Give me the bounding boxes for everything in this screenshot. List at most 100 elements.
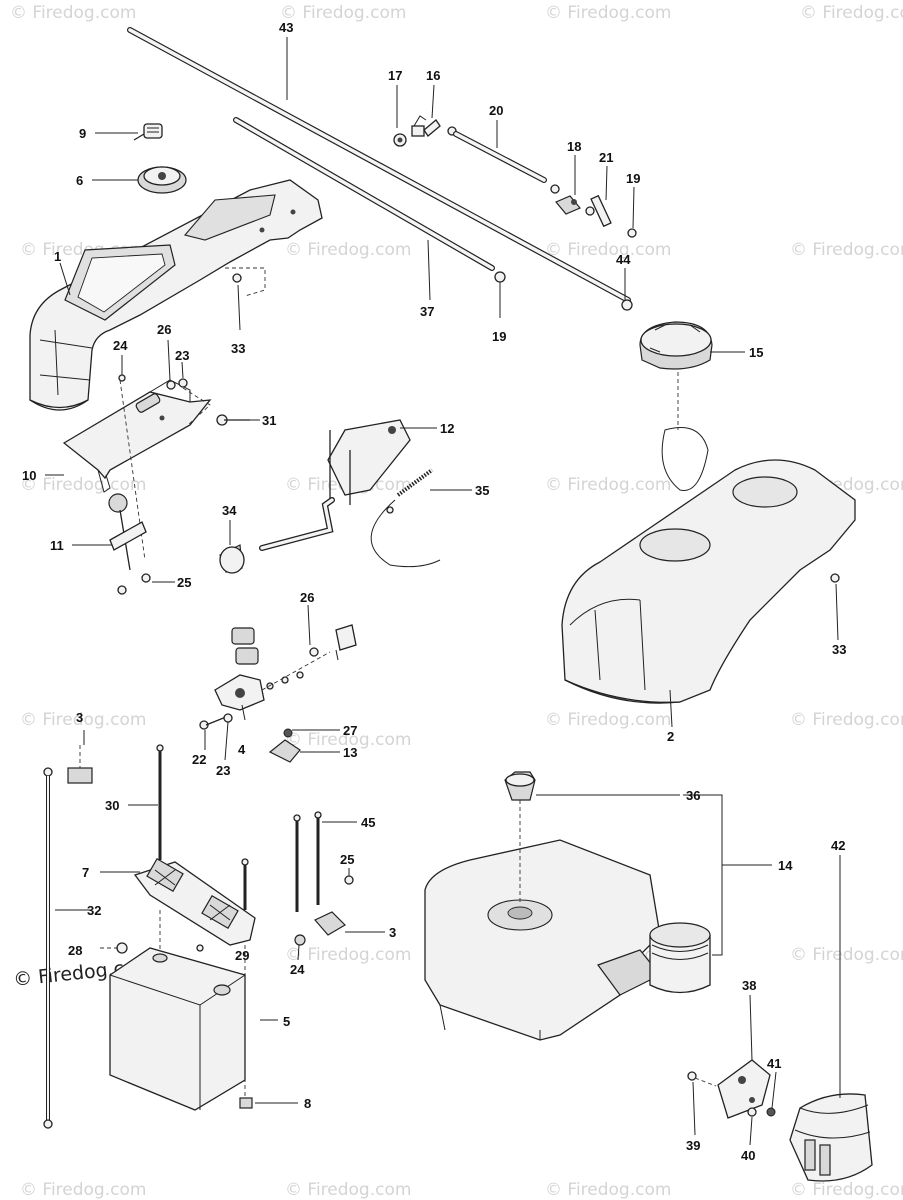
part-6-ignition-switch bbox=[137, 166, 187, 194]
part-38-bracket bbox=[687, 1059, 776, 1119]
part-1-fender bbox=[29, 179, 323, 411]
watermark-layer: © Firedog.com © Firedog.com © Firedog.co… bbox=[10, 3, 903, 1200]
callout-23: 23 bbox=[216, 763, 230, 778]
terminal-parts bbox=[293, 811, 354, 946]
callout-37: 37 bbox=[420, 304, 434, 319]
watermark: © Firedog.com bbox=[285, 730, 411, 750]
callout-2: 2 bbox=[667, 729, 674, 744]
callout-19: 19 bbox=[626, 171, 640, 186]
part-2-hood bbox=[561, 459, 856, 704]
callout-15: 15 bbox=[749, 345, 763, 360]
watermark: © Firedog.com bbox=[20, 1180, 146, 1200]
callout-24: 24 bbox=[113, 338, 128, 353]
callout-43: 43 bbox=[279, 20, 293, 35]
watermark: © Firedog.com bbox=[545, 710, 671, 730]
callout-33: 33 bbox=[832, 642, 846, 657]
callout-3: 3 bbox=[389, 925, 396, 940]
part-7-battery-holder bbox=[133, 858, 256, 946]
part-30-bolts bbox=[156, 744, 249, 910]
watermark: © Firedog.com bbox=[790, 240, 903, 260]
part-32-cable bbox=[43, 767, 53, 1129]
callout-25: 25 bbox=[177, 575, 191, 590]
callout-27: 27 bbox=[343, 723, 357, 738]
watermark: © Firedog.com bbox=[285, 945, 411, 965]
watermark: © Firedog.com bbox=[20, 710, 146, 730]
callout-41: 41 bbox=[767, 1056, 781, 1071]
part-34-knob bbox=[219, 544, 245, 574]
callout-17: 17 bbox=[388, 68, 402, 83]
watermark: © Firedog.com bbox=[790, 945, 903, 965]
callout-26: 26 bbox=[300, 590, 314, 605]
callout-18: 18 bbox=[567, 139, 581, 154]
callout-14: 14 bbox=[778, 858, 793, 873]
callout-labels: 43 17 16 20 18 21 19 9 6 1 33 37 19 44 1… bbox=[22, 20, 846, 1163]
callout-9: 9 bbox=[79, 126, 86, 141]
callout-31: 31 bbox=[262, 413, 276, 428]
watermark: © Firedog.com bbox=[285, 240, 411, 260]
callout-22: 22 bbox=[192, 752, 206, 767]
watermark: © Firedog.com bbox=[280, 3, 406, 23]
callout-8: 8 bbox=[304, 1096, 311, 1111]
part-5-battery bbox=[109, 947, 253, 1111]
callout-13: 13 bbox=[343, 745, 357, 760]
part-3-connector bbox=[67, 745, 93, 784]
callout-25: 25 bbox=[340, 852, 354, 867]
callout-35: 35 bbox=[475, 483, 489, 498]
callout-11: 11 bbox=[50, 538, 64, 553]
callout-42: 42 bbox=[831, 838, 845, 853]
callout-23: 23 bbox=[175, 348, 189, 363]
watermark: © Firedog.com bbox=[790, 710, 903, 730]
callout-1: 1 bbox=[54, 249, 61, 264]
callout-40: 40 bbox=[741, 1148, 755, 1163]
part-15-fuel-cap bbox=[639, 321, 713, 491]
callout-38: 38 bbox=[742, 978, 756, 993]
callout-45: 45 bbox=[361, 815, 375, 830]
watermark: © Firedog.com bbox=[285, 1180, 411, 1200]
callout-7: 7 bbox=[82, 865, 89, 880]
watermark: © Firedog.com bbox=[545, 3, 671, 23]
callout-26: 26 bbox=[157, 322, 171, 337]
callout-34: 34 bbox=[222, 503, 237, 518]
part-37-rod bbox=[233, 117, 506, 283]
callout-12: 12 bbox=[440, 421, 454, 436]
callout-44: 44 bbox=[616, 252, 631, 267]
part-42-box bbox=[789, 1093, 873, 1182]
callout-4: 4 bbox=[238, 742, 246, 757]
callout-3: 3 bbox=[76, 710, 83, 725]
callout-28: 28 bbox=[68, 943, 82, 958]
part-12-throttle-mount bbox=[259, 419, 411, 551]
callout-24: 24 bbox=[290, 962, 305, 977]
callout-30: 30 bbox=[105, 798, 119, 813]
watermark: © Firedog.com bbox=[790, 1180, 903, 1200]
callout-32: 32 bbox=[87, 903, 101, 918]
part-14-fuel-tank bbox=[424, 800, 711, 1041]
part-9-key bbox=[133, 123, 163, 141]
watermark: © Firedog.com bbox=[800, 3, 903, 23]
part-35-spring-cable bbox=[370, 468, 441, 568]
watermark: © Firedog.com bbox=[545, 475, 671, 495]
callout-20: 20 bbox=[489, 103, 503, 118]
callout-16: 16 bbox=[426, 68, 440, 83]
watermark: © Firedog.com bbox=[20, 475, 146, 495]
callout-21: 21 bbox=[599, 150, 613, 165]
fuel-line-assembly bbox=[393, 115, 637, 238]
leader-lines bbox=[45, 37, 841, 1146]
part-33-bolt bbox=[225, 267, 266, 297]
part-43-long-rod bbox=[127, 27, 633, 311]
callout-29: 29 bbox=[235, 948, 249, 963]
callout-33: 33 bbox=[231, 341, 245, 356]
callout-39: 39 bbox=[686, 1138, 700, 1153]
callout-19: 19 bbox=[492, 329, 506, 344]
part-10-bracket bbox=[62, 379, 212, 493]
callout-6: 6 bbox=[76, 173, 83, 188]
switch-assembly bbox=[199, 624, 357, 763]
part-11-lever bbox=[108, 379, 151, 595]
callout-5: 5 bbox=[283, 1014, 290, 1029]
callout-36: 36 bbox=[686, 788, 700, 803]
watermark: © Firedog.com bbox=[545, 1180, 671, 1200]
watermark: © Firedog.com bbox=[545, 240, 671, 260]
callout-10: 10 bbox=[22, 468, 36, 483]
part-36-vent bbox=[504, 771, 536, 801]
watermark: © Firedog.com bbox=[10, 3, 136, 23]
